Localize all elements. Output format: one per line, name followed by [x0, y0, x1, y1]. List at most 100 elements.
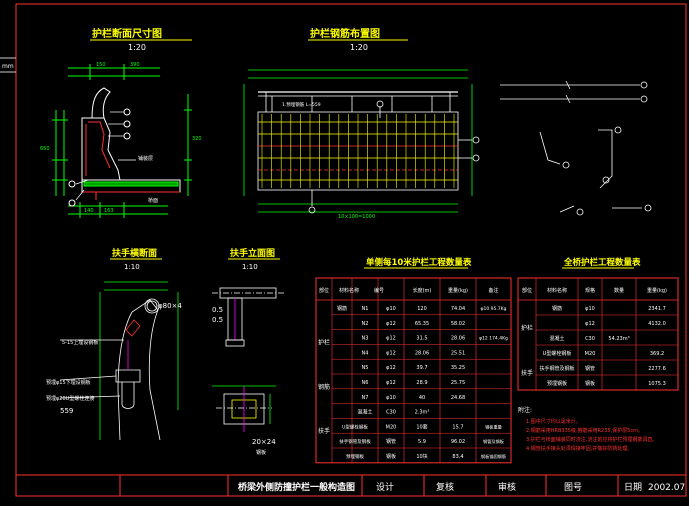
drawing-no-label: 图号 [564, 482, 582, 493]
left-table-cell: N3 [362, 336, 369, 342]
section-dim-1: 150 [96, 62, 106, 68]
left-table-cell: φ12 174.4Kg [479, 336, 508, 342]
left-table-cell: 31.5 [416, 336, 427, 342]
left-table-cell: 74.04 [451, 306, 465, 312]
u-bolt-dim: 559 [60, 407, 73, 415]
right-table-cell: 1075.3 [648, 381, 666, 387]
handrail-section-view [59, 281, 179, 441]
left-table-cell: 39.7 [416, 365, 427, 371]
left-table-cell: 混凝土 [357, 409, 372, 416]
handrail-section-scale: 1:10 [124, 263, 140, 271]
left-table-cell: 钢板锚固钢筋 [481, 453, 506, 460]
section-dim-5: 163 [104, 208, 114, 214]
right-table-cell: φ10 [585, 306, 595, 312]
handrail-elev-view [212, 287, 284, 432]
left-table-cell: N4 [362, 350, 369, 356]
right-table-border [517, 277, 679, 391]
plate-label: 5-15上埋设钢板 [62, 339, 98, 346]
handrail-elev-scale: 1:10 [242, 263, 258, 271]
right-table-cell: 钢板 [585, 380, 595, 387]
right-table-cell: M20 [585, 351, 596, 357]
note-2: 2.钢筋采用HRB335级,箍筋采用R235,保护层5cm。 [526, 427, 643, 434]
right-table-cell: 混凝土 [549, 335, 564, 342]
slab-label: 桥面 [148, 197, 158, 204]
elev-dim-1: 0.5 [212, 306, 223, 314]
left-table-cell: 钢板 [386, 453, 396, 460]
left-table-cell: 83.4 [452, 454, 463, 460]
elev-dim-3: 20×24 [252, 438, 276, 446]
right-table-cell: 4132.0 [648, 321, 666, 327]
section-scale: 1:20 [128, 43, 146, 52]
left-table-cell: 钢板重量 [485, 423, 502, 430]
rebar-details [500, 80, 652, 216]
left-table-cell: 10块 [416, 453, 427, 460]
right-table-cell: 钢筋 [552, 305, 562, 312]
right-table-cell: 369.2 [650, 351, 664, 357]
left-table-cell: φ12 [386, 321, 396, 327]
left-table-cell: φ10 [386, 395, 396, 401]
left-table-cell: 24.68 [451, 395, 465, 401]
left-table-cell: 5.9 [418, 439, 426, 445]
left-table-header: 长度(m) [413, 287, 432, 294]
rebar-vertical-bars [261, 96, 455, 188]
left-table-cell: 25.75 [451, 380, 465, 386]
drawing-frame [15, 3, 687, 497]
title-block [16, 474, 686, 496]
left-table-header: 编号 [374, 287, 384, 294]
section-dim-6: 320 [192, 136, 202, 142]
right-table-cell: 2277.6 [648, 366, 666, 372]
right-table-title: 全桥护栏工程数量表 [563, 257, 641, 268]
left-table-cell: φ12 [386, 380, 396, 386]
left-table-cell: N5 [362, 365, 369, 371]
date-label: 日期 [624, 482, 642, 493]
left-table-header: 部位 [319, 287, 329, 294]
handrail-elev-title: 扶手立面图 [230, 247, 275, 259]
left-table-cell: φ10 [386, 306, 396, 312]
left-table-cell: φ12 [386, 365, 396, 371]
right-table-cell: 2341.7 [648, 306, 666, 312]
right-table-header: 规格 [585, 287, 595, 294]
right-table-side-label: 扶手 [521, 369, 533, 377]
elev-note: 钢板 [256, 449, 266, 456]
note-1: 1.图中尺寸均以毫米计。 [526, 418, 581, 425]
left-table-cell: 28.9 [416, 380, 427, 386]
left-table-side-label: 扶手 [318, 427, 330, 435]
right-table-header: 材料名称 [547, 287, 567, 294]
left-table-side-label: 护栏 [318, 338, 330, 346]
deck-label: 铺装层 [138, 155, 153, 162]
note-4: 4.钢管扶手接头处须焊接牢固,并做好防锈处理。 [526, 445, 632, 452]
drawing-name: 桥梁外侧防撞护栏一般构造图 [238, 481, 355, 493]
right-table-cell: U型螺栓钢板 [543, 350, 572, 357]
left-table-cell: C30 [386, 410, 396, 416]
left-table-cell: M20 [386, 424, 397, 430]
left-table-cell: U型螺栓钢板 [342, 423, 368, 430]
rebar-scale: 1:20 [350, 43, 368, 52]
left-table-cell: 15.7 [452, 424, 463, 430]
right-table-cell: 预埋钢板 [547, 380, 567, 387]
side-label: mm [2, 63, 14, 70]
pipe-label: φ80×4 [158, 302, 182, 310]
rebar-dim-bottom: 10×100=1000 [338, 214, 375, 220]
left-table-cell: φ12 [386, 336, 396, 342]
section-title: 护栏断面尺寸图 [92, 27, 162, 40]
section-dim-3: 650 [40, 146, 50, 152]
left-table-cell: 40 [419, 395, 425, 401]
left-table-cell: N7 [362, 395, 369, 401]
review-label: 审核 [498, 481, 516, 493]
left-table-cell: 58.02 [451, 321, 465, 327]
left-table-cell: 钢筋 [337, 305, 347, 312]
design-label: 设计 [376, 481, 394, 493]
right-table-cell: 54.23m³ [608, 336, 629, 342]
left-table-cell: N1 [362, 306, 369, 312]
right-table-header: 重量(kg) [647, 287, 667, 294]
rebar-note: 1.预埋钢筋 L=559 [282, 101, 321, 108]
right-table-cell: 扶手钢管及钢板 [539, 365, 574, 372]
section-dim-2: 390 [130, 62, 140, 68]
u-bolt-label: 预埋φ20U型螺栓连接 [46, 395, 94, 402]
left-table-cell: 钢管及钢板 [483, 438, 505, 445]
left-table-cell: 28.06 [451, 336, 465, 342]
section-dim-4: 140 [84, 208, 94, 214]
left-table-title: 单侧每10米护栏工程数量表 [366, 257, 472, 268]
